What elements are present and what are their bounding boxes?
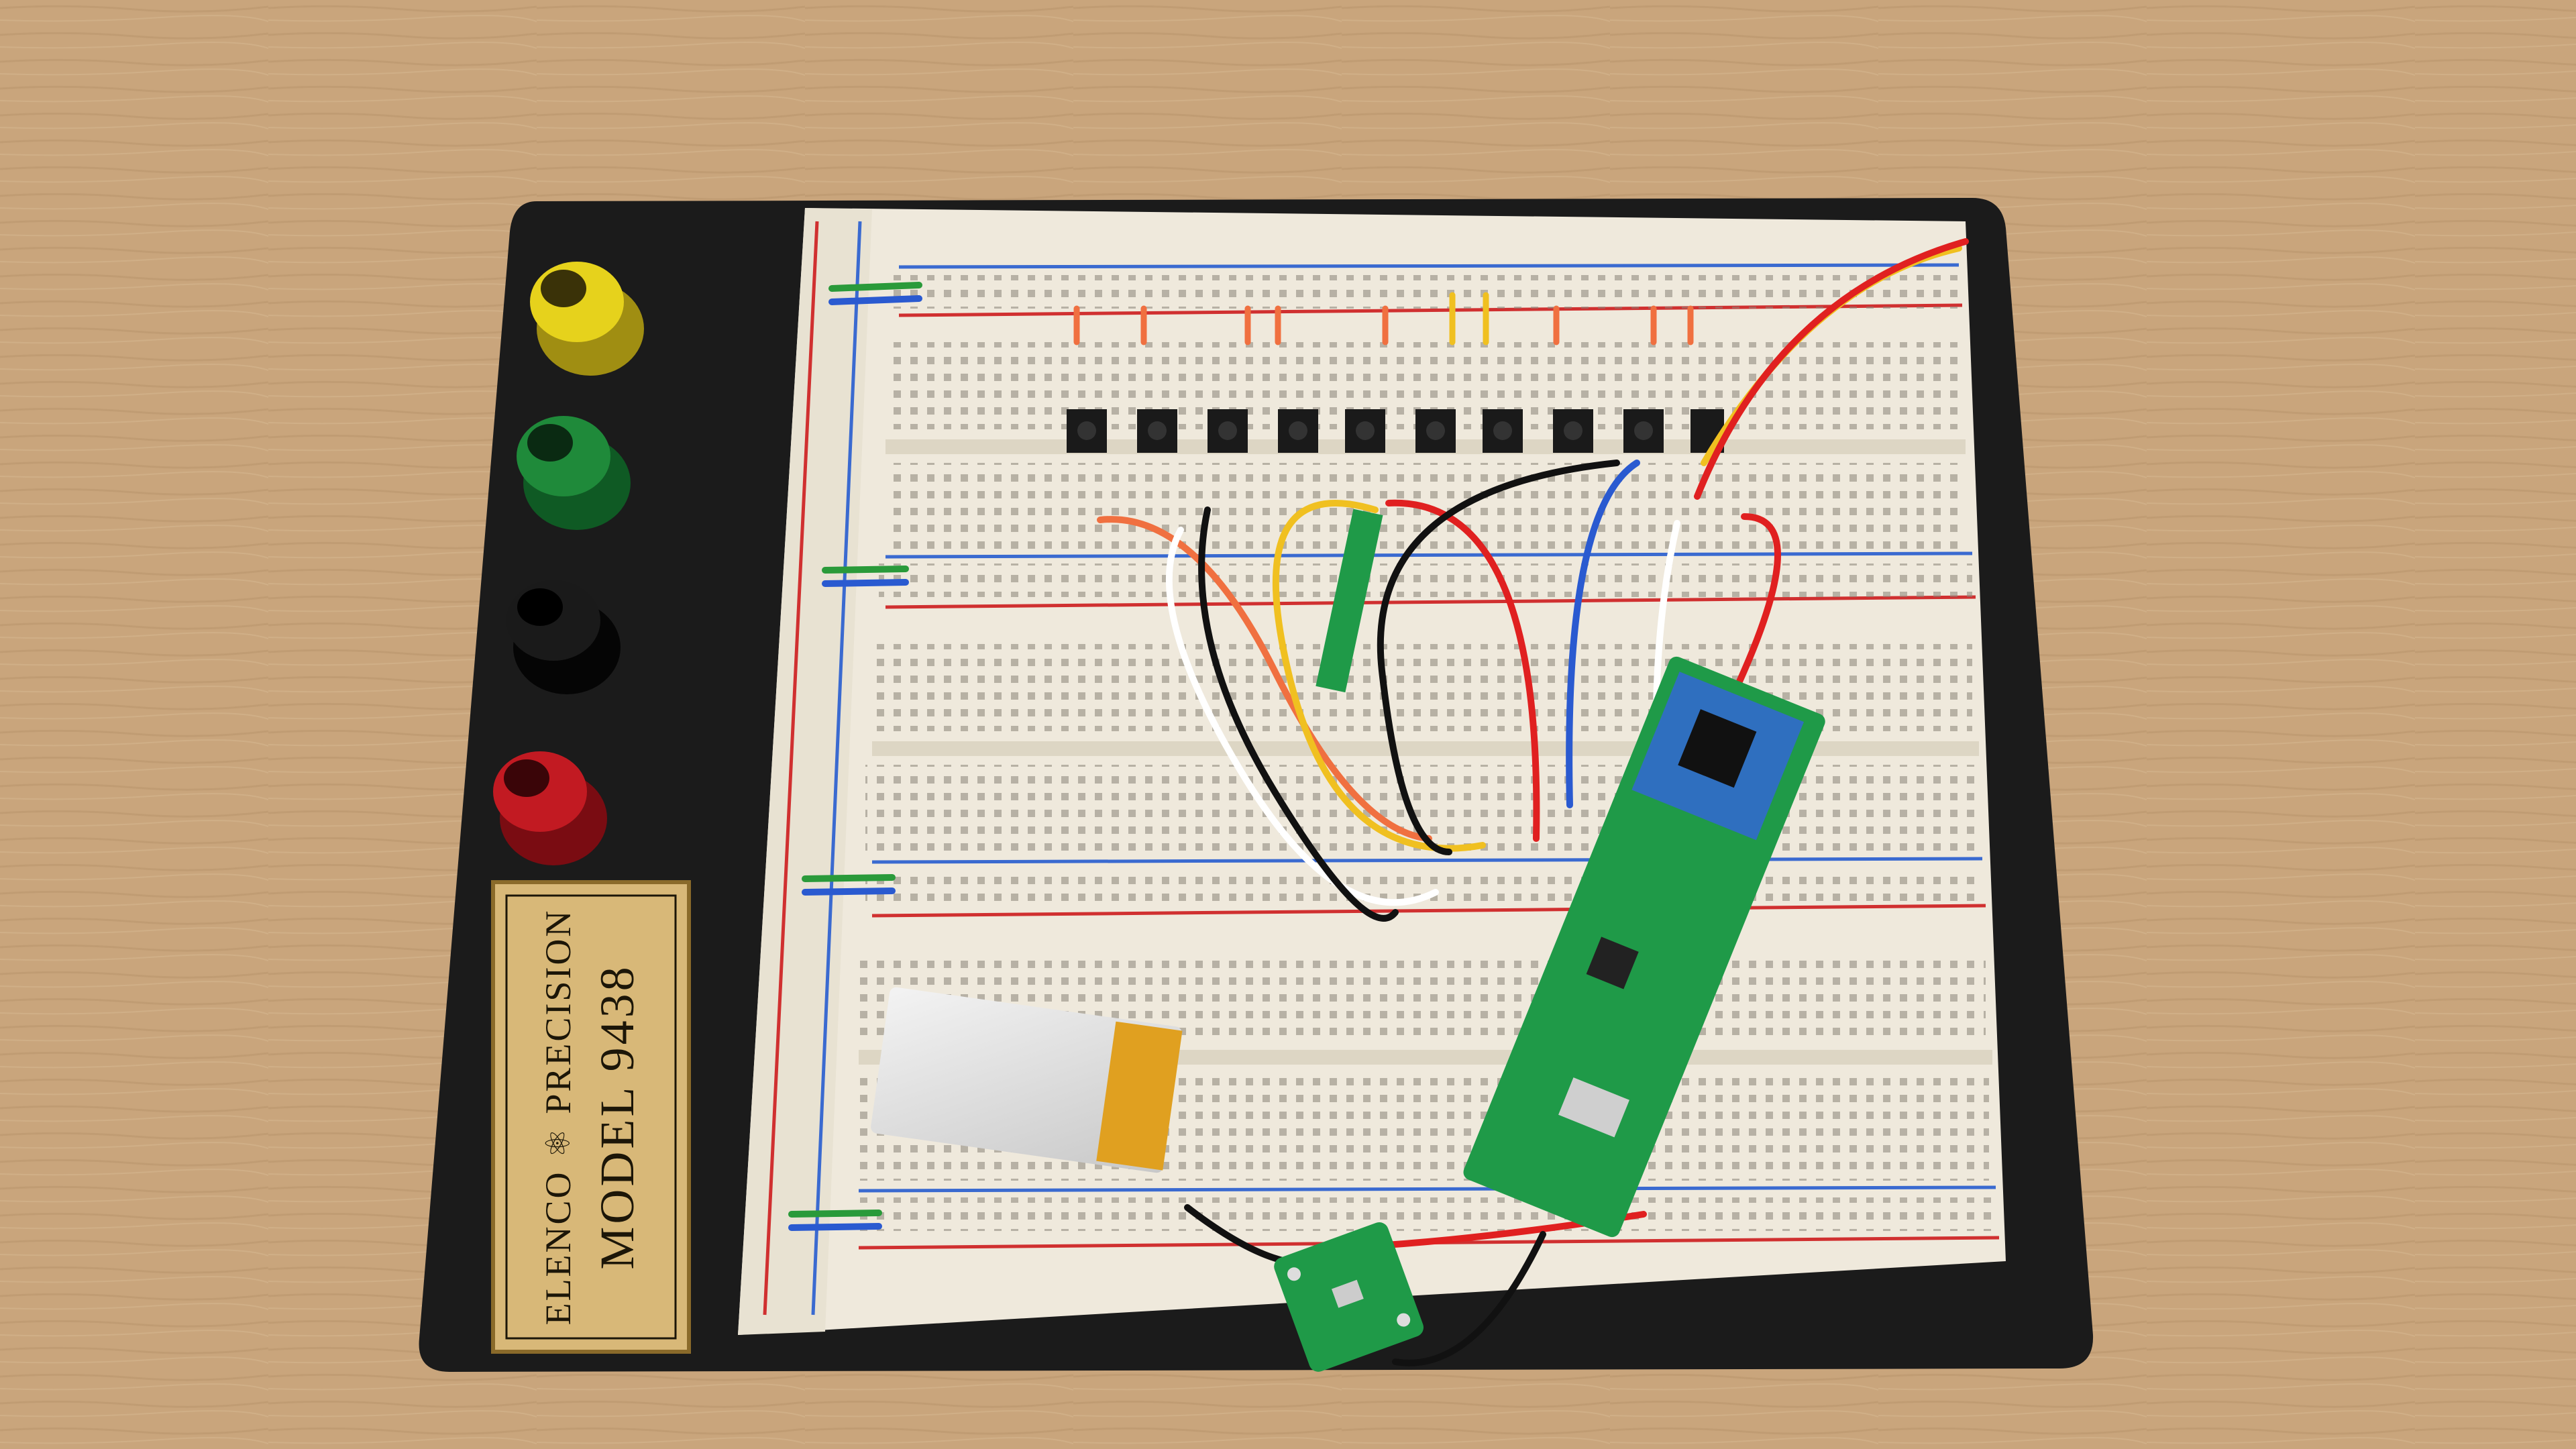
label-plate: ELENCO ⚛ PRECISION MODEL 9438 xyxy=(496,885,686,1348)
small-pcb xyxy=(1316,508,1383,693)
model-text: MODEL 9438 xyxy=(590,964,644,1270)
bluetooth-board xyxy=(1463,656,1825,1238)
rail-jumpers xyxy=(1073,292,1694,345)
lipo-battery xyxy=(871,987,1183,1173)
binding-post-green xyxy=(517,416,631,530)
brand-suffix: PRECISION xyxy=(537,908,578,1114)
binding-post-black xyxy=(506,580,621,694)
switch-board xyxy=(1274,1222,1424,1372)
atom-icon: ⚛ xyxy=(539,1126,577,1159)
binding-post-red xyxy=(493,751,607,865)
brass-plate xyxy=(491,880,691,1354)
tactile-buttons xyxy=(1067,409,1724,453)
binding-post-yellow xyxy=(530,262,644,376)
brand-text: ELENCO xyxy=(537,1170,578,1326)
brand-line: ELENCO ⚛ PRECISION xyxy=(537,909,579,1326)
left-power-rail xyxy=(738,208,872,1335)
